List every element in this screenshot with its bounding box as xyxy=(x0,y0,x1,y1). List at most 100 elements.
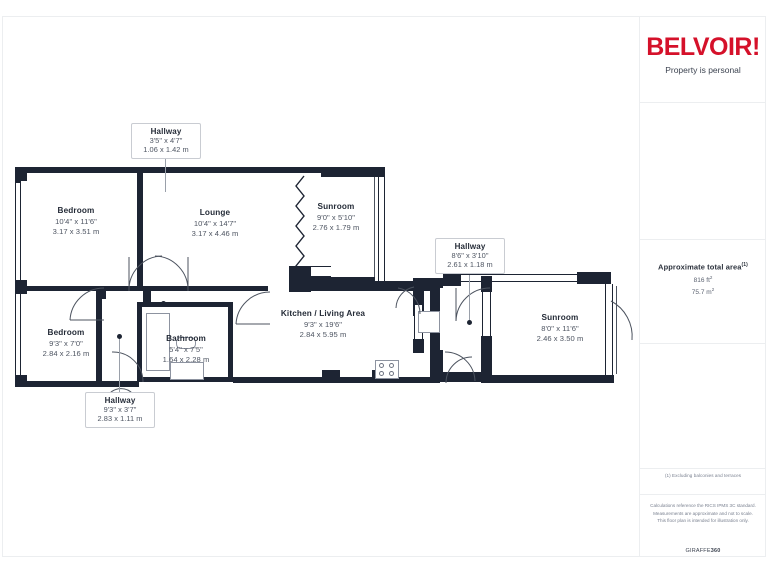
room-label-kitchen-living: Kitchen / Living Area 9'3" x 19'6" 2.84 … xyxy=(258,309,388,340)
wall-kitchen-top-right xyxy=(370,281,430,291)
wall-bathroom-left xyxy=(137,302,142,382)
disclaimer-text: Calculations reference the RICS IPMS 3C … xyxy=(650,503,756,524)
leader-line-hallway-top xyxy=(165,158,166,192)
door-arc-hallway-bedroom1 xyxy=(128,255,163,292)
room-dim-metric: 3.17 x 4.46 m xyxy=(191,228,239,238)
area-m-unit: m xyxy=(706,288,712,296)
callout-dim-imperial: 3'5" x 4'7" xyxy=(149,136,183,145)
window-sunroom-right-divider xyxy=(482,292,491,338)
room-name: Sunroom xyxy=(317,202,355,211)
wall-right-wing-top-left xyxy=(443,274,461,286)
panel-divider xyxy=(639,17,640,557)
leader-dot-lounge xyxy=(161,301,166,306)
room-dim-imperial: 10'4" x 11'6" xyxy=(55,216,97,226)
room-dim-imperial: 10'4" x 14'7" xyxy=(193,218,237,228)
area-ft-value: 816 xyxy=(693,276,705,284)
door-arc-midhall-bottom-left xyxy=(444,351,476,382)
mullion-sunroom-top xyxy=(374,177,375,281)
wall-bottom-left-block xyxy=(15,381,139,387)
brand-tagline: Property is personal xyxy=(665,65,741,75)
bathroom-fixture-bath xyxy=(146,313,170,371)
cooker-hob-icon xyxy=(375,360,399,379)
sidebar-panel: BELVOIR! Property is personal Approximat… xyxy=(640,17,766,557)
room-label-sunroom-top: Sunroom 9'0" x 5'10" 2.76 x 1.79 m xyxy=(292,202,380,233)
room-name: Lounge xyxy=(199,208,231,217)
callout-name: Hallway xyxy=(104,396,136,405)
wall-sunroom-top-bottom xyxy=(289,266,311,292)
callout-dim-metric: 1.06 x 1.42 m xyxy=(143,145,189,154)
belvoir-logo: BELVOIR! xyxy=(646,33,760,61)
window-sunroom-right-east xyxy=(605,284,613,376)
room-name: Bathroom xyxy=(166,334,206,343)
wall-divider-bedrooms-stub xyxy=(137,286,144,291)
callout-name: Hallway xyxy=(454,242,486,251)
room-dim-metric: 3.17 x 3.51 m xyxy=(52,226,100,236)
door-arc-midhall-west xyxy=(395,286,415,309)
wall-right-wing-top-right xyxy=(577,272,611,284)
wall-bedroom2-nub xyxy=(96,291,106,299)
area-footnote: (1) Excluding balconies and terraces xyxy=(664,473,742,478)
hob-ring-1 xyxy=(379,363,384,368)
leader-dot-hallway-middle xyxy=(467,320,472,325)
room-name: Sunroom xyxy=(541,313,579,322)
callout-name: Hallway xyxy=(150,127,182,136)
window-right-wing-top xyxy=(461,274,585,282)
giraffe360-logo: GIRAFFE360 xyxy=(640,548,766,554)
door-arc-bathroom xyxy=(111,351,144,383)
hob-ring-2 xyxy=(389,363,394,368)
door-arc-bedroom2 xyxy=(69,287,105,321)
callout-dim-metric: 2.61 x 1.18 m xyxy=(447,260,493,269)
room-dim-imperial: 9'3" x 7'0" xyxy=(49,338,83,348)
callout-hallway-middle: Hallway 8'6" x 3'10" 2.61 x 1.18 m xyxy=(435,238,505,274)
brand-block: BELVOIR! Property is personal xyxy=(640,17,766,102)
room-label-bedroom-bottom-left: Bedroom 9'3" x 7'0" 2.84 x 2.16 m xyxy=(16,328,116,359)
sidebar-divider-4 xyxy=(640,468,766,469)
room-dim-imperial: 9'3" x 19'6" xyxy=(303,319,343,329)
callout-dim-imperial: 8'6" x 3'10" xyxy=(451,251,489,260)
room-name: Bedroom xyxy=(57,206,95,215)
window-sunroom-top-right xyxy=(378,177,385,281)
room-dim-metric: 2.84 x 5.95 m xyxy=(299,329,347,339)
room-dim-metric: 2.84 x 2.16 m xyxy=(42,348,90,358)
sidebar-divider-1 xyxy=(640,102,766,103)
wall-sunroom-right-divider-top xyxy=(481,276,492,292)
giraffe-360: 360 xyxy=(710,548,721,554)
sidebar-divider-3 xyxy=(640,343,766,344)
sidebar-divider-5 xyxy=(640,494,766,495)
wall-left-exterior-upper xyxy=(15,167,21,183)
total-area-label: Approximate total area xyxy=(658,262,742,272)
wall-bathroom-top xyxy=(137,302,233,307)
leader-line-hallway-bottom xyxy=(119,336,120,393)
wall-sunroom-right-corner xyxy=(604,375,614,383)
wall-bedroom-lounge xyxy=(137,173,143,286)
area-ft-unit: ft xyxy=(706,276,710,284)
total-area-metric: 75.7 m2 xyxy=(640,287,766,296)
room-dim-imperial: 5'4" x 7'5" xyxy=(169,344,203,354)
door-arc-lounge-kitchen xyxy=(235,291,271,325)
midhall-fixture xyxy=(418,311,440,333)
door-arc-sunroom-right-east xyxy=(610,300,633,341)
bathroom-fixture-wc xyxy=(176,337,196,349)
room-name: Bedroom xyxy=(47,328,85,337)
window-kitchen-small xyxy=(311,266,331,277)
wall-top-left-block xyxy=(15,167,385,173)
wall-midhall-left-lower xyxy=(413,339,424,353)
wall-kitchen-bottom-nub xyxy=(322,370,340,378)
wall-hallway-bottom xyxy=(102,381,139,387)
total-area-block: Approximate total area(1) 816 ft2 75.7 m… xyxy=(640,262,766,296)
room-dim-metric: 1.64 x 2.28 m xyxy=(162,354,210,364)
door-arc-midhall-lower xyxy=(445,356,473,384)
area-m-unit-exp: 2 xyxy=(711,286,715,292)
wall-midhall-topleft xyxy=(413,278,443,288)
hob-ring-4 xyxy=(389,371,394,376)
room-label-bathroom: Bathroom 5'4" x 7'5" 1.64 x 2.28 m xyxy=(140,334,232,365)
wall-divider-bedrooms xyxy=(21,286,137,291)
room-label-sunroom-right: Sunroom 8'0" x 11'6" 2.46 x 3.50 m xyxy=(510,313,610,344)
wall-bedroom2-hallway xyxy=(96,291,102,387)
area-ft-unit-exp: 2 xyxy=(709,274,713,280)
wall-sunroom-right-divider-bot xyxy=(481,336,492,356)
door-arc-midhall-sunroom-upper xyxy=(455,287,491,322)
wall-lounge-bottom xyxy=(143,286,268,291)
wall-midhall-bottom xyxy=(431,372,481,382)
room-name: Kitchen / Living Area xyxy=(280,309,366,318)
